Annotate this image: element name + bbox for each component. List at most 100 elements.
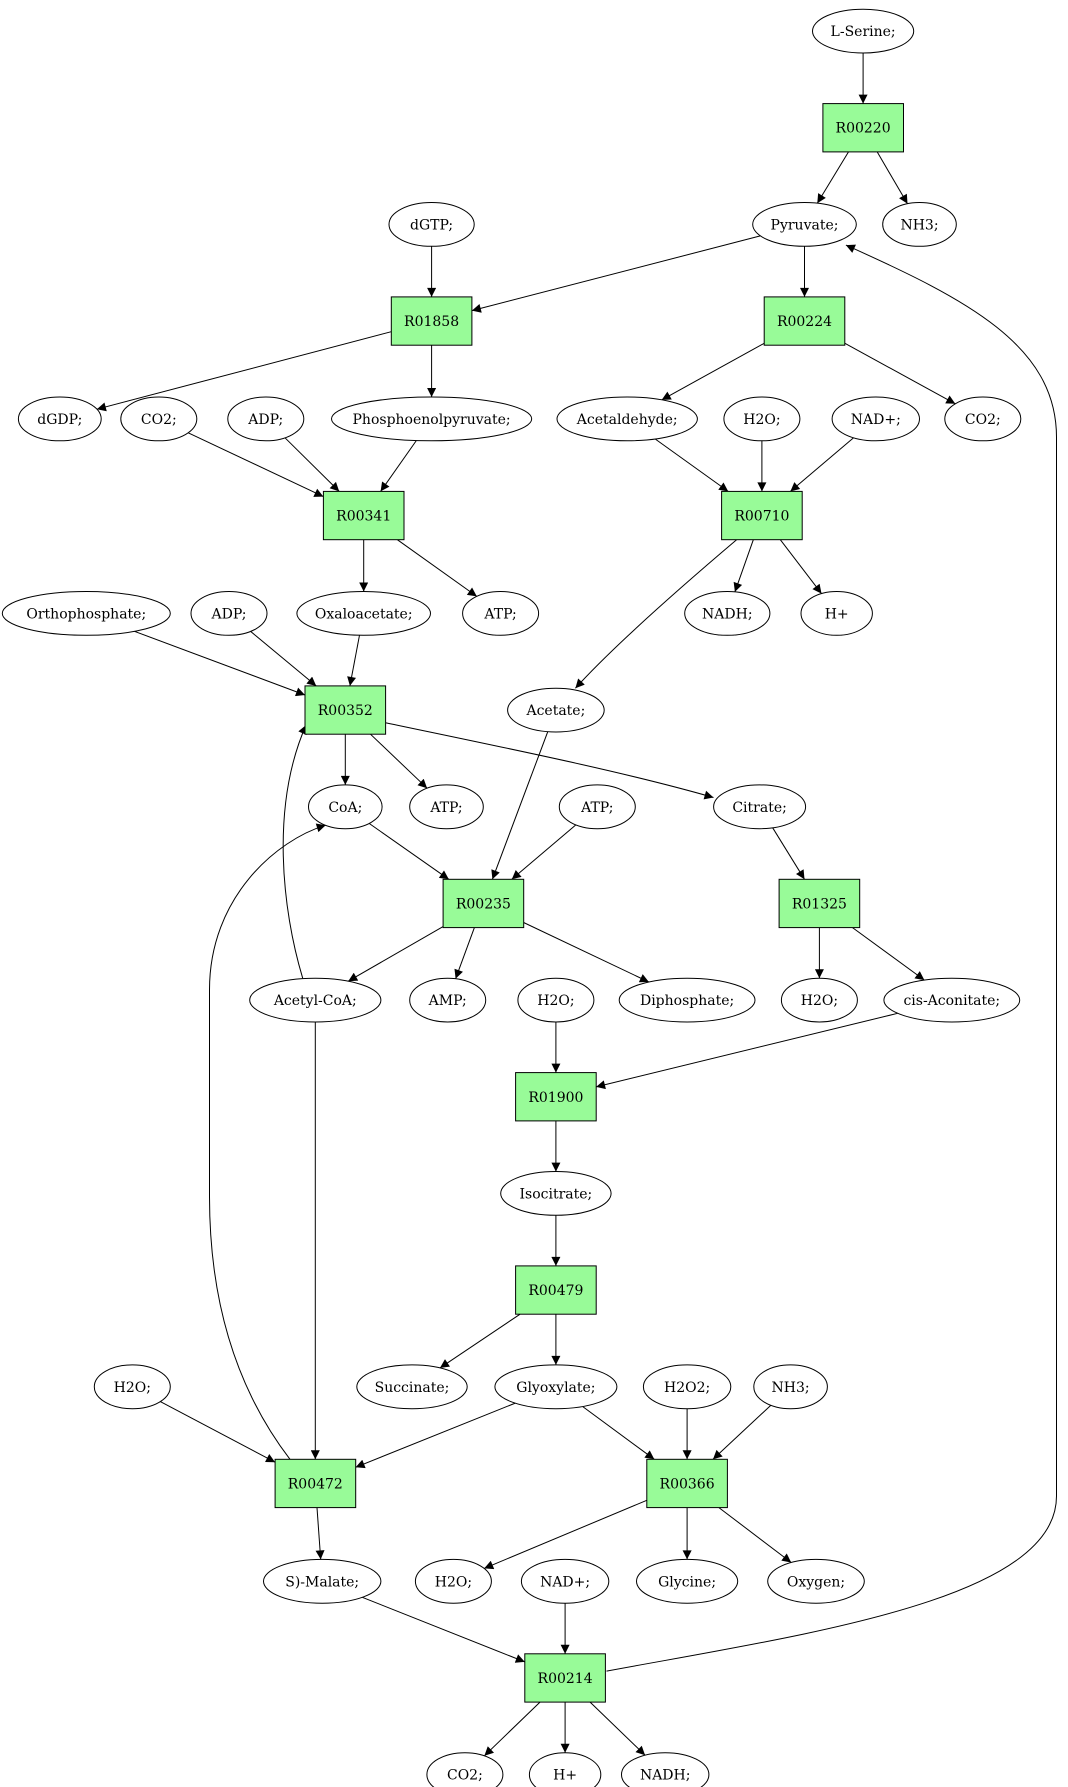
reaction-node-R00472: R00472	[274, 1458, 357, 1509]
compound-ellipse	[426, 1752, 504, 1787]
reaction-box	[515, 1072, 597, 1122]
node-label: H2O;	[114, 1380, 151, 1396]
compound-ellipse	[414, 1558, 492, 1604]
edge-R00366-to-oxygen	[718, 1507, 792, 1563]
node-label: R00472	[288, 1477, 343, 1493]
compound-node-h2o_b: H2O;	[517, 977, 595, 1023]
node-label: R00710	[734, 509, 789, 525]
node-label: Glyoxylate;	[516, 1380, 595, 1396]
edge-oxaloacetate-to-R00352	[347, 635, 360, 686]
node-label: R00479	[528, 1283, 583, 1299]
compound-node-isocitrate: Isocitrate;	[500, 1171, 612, 1216]
edge-cisaconitate-to-R01900	[595, 1012, 898, 1090]
reaction-box	[721, 490, 803, 541]
edge-R00710-to-acetate	[575, 539, 737, 689]
compound-node-citrate: Citrate;	[713, 784, 807, 830]
node-label: R01325	[792, 896, 847, 912]
compound-ellipse	[462, 591, 540, 636]
reaction-box	[442, 878, 525, 929]
compound-node-dgdp: dGDP;	[17, 396, 102, 442]
edge-h2o_d-to-R00472	[160, 1401, 276, 1463]
node-label: Isocitrate;	[520, 1186, 593, 1202]
edge-R01858-to-dgdp	[96, 331, 392, 412]
reaction-node-R00235: R00235	[442, 878, 525, 929]
compound-ellipse	[713, 784, 807, 830]
reaction-node-R00352: R00352	[304, 685, 387, 735]
compound-node-h2o_d: H2O;	[93, 1364, 171, 1410]
edge-pyruvate-to-R01858	[471, 235, 761, 313]
compound-node-nadp_b: NAD+;	[520, 1558, 610, 1604]
compound-ellipse	[752, 202, 857, 247]
edge-coa-to-R00235	[368, 822, 450, 880]
edge-R00214-to-nadh_b	[589, 1701, 646, 1756]
edge-R00220-to-nh3_a	[876, 151, 908, 205]
node-label: cis-Aconitate;	[903, 993, 1000, 1009]
edge-acetaldehyde-to-R00710	[654, 438, 729, 492]
compound-ellipse	[882, 202, 957, 247]
compound-node-coa: CoA;	[308, 784, 383, 830]
edge-R00235-to-acetylcoa	[347, 926, 444, 982]
compound-node-pyruvate: Pyruvate;	[752, 202, 857, 247]
node-label: ATP;	[483, 606, 516, 622]
reaction-box	[524, 1653, 606, 1703]
compound-node-adp_a: ADP;	[227, 396, 305, 442]
edge-R00220-to-pyruvate	[816, 151, 849, 204]
compound-ellipse	[642, 1364, 732, 1410]
compound-ellipse	[93, 1364, 171, 1410]
compound-node-co2_a: CO2;	[120, 396, 198, 442]
compound-ellipse	[227, 396, 305, 442]
compound-ellipse	[1, 591, 171, 636]
reaction-box	[390, 296, 473, 346]
compound-node-serine: L-Serine;	[812, 8, 915, 54]
node-label: R00214	[538, 1671, 593, 1687]
compound-node-h2o_a: H2O;	[723, 396, 801, 442]
edge-R00472-to-coa	[209, 823, 326, 1460]
compound-ellipse	[190, 591, 268, 636]
compound-ellipse	[780, 977, 858, 1023]
edge-R00224-to-acetaldehyde	[661, 342, 765, 401]
edge-atp_c-to-R00235	[511, 824, 577, 880]
node-label: ATP;	[429, 800, 462, 816]
node-label: Oxaloacetate;	[315, 606, 413, 622]
edge-R00235-to-amp	[454, 927, 475, 979]
node-label: NH3;	[772, 1380, 810, 1396]
node-label: Pyruvate;	[771, 217, 839, 233]
edge-co2_a-to-R00341	[187, 432, 324, 498]
edge-R00214-to-co2_c	[484, 1701, 541, 1757]
node-label: R00220	[836, 121, 891, 137]
node-label: NAD+;	[851, 412, 901, 428]
edge-glyoxylate-to-R00366	[582, 1406, 655, 1460]
node-label: dGTP;	[410, 217, 453, 233]
compound-node-nadh_a: NADH;	[684, 591, 771, 636]
compound-node-oxygen: Oxygen;	[767, 1558, 865, 1604]
node-label: ATP;	[580, 800, 613, 816]
compound-node-glyoxylate: Glyoxylate;	[494, 1364, 618, 1410]
compound-ellipse	[263, 1558, 382, 1604]
compound-ellipse	[520, 1558, 610, 1604]
node-label: NADH;	[702, 606, 753, 622]
edge-acetylcoa-to-R00352	[282, 724, 307, 979]
reaction-node-R00710: R00710	[721, 490, 803, 541]
compound-node-hplus_a: H+	[800, 591, 873, 636]
compound-ellipse	[767, 1558, 865, 1604]
node-label: H+	[553, 1768, 577, 1784]
compound-ellipse	[517, 977, 595, 1023]
edge-adp_a-to-R00341	[284, 437, 340, 492]
compound-ellipse	[296, 591, 432, 636]
compound-node-nadh_b: NADH;	[621, 1752, 710, 1787]
compound-ellipse	[409, 784, 484, 830]
compound-ellipse	[621, 1752, 710, 1787]
edge-R00235-to-diphosphate	[523, 922, 650, 983]
edge-R01325-to-cisaconitate	[852, 927, 925, 981]
compound-node-cisaconitate: cis-Aconitate;	[883, 977, 1021, 1023]
node-label: Acetaldehyde;	[576, 412, 678, 428]
reaction-node-R01858: R01858	[390, 296, 473, 346]
reaction-box	[763, 296, 846, 346]
compound-ellipse	[507, 687, 605, 733]
edge-pep-to-R00341	[380, 440, 417, 492]
node-label: H2O;	[537, 993, 574, 1009]
node-label: Acetate;	[525, 703, 585, 719]
compound-node-acetylcoa: Acetyl-CoA;	[249, 977, 382, 1023]
reaction-node-R00220: R00220	[822, 103, 905, 153]
